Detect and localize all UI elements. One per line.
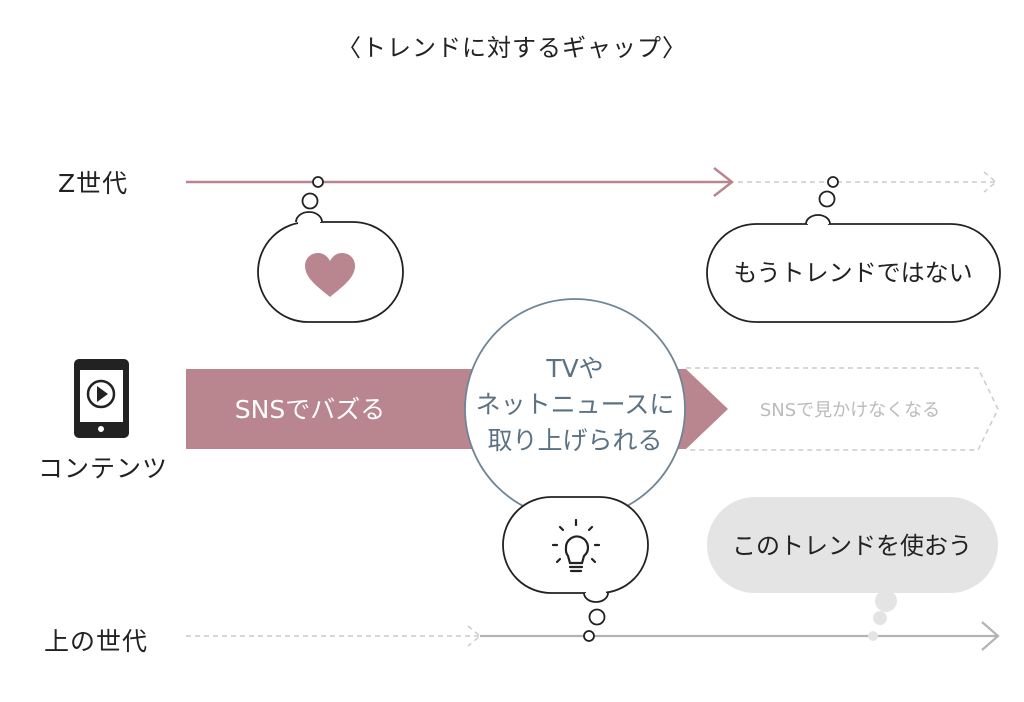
lightbulb-thought-bubble xyxy=(502,496,649,642)
lightbulb-icon xyxy=(551,518,601,573)
tablet-icon xyxy=(74,359,129,438)
row-label-contents: コンテンツ xyxy=(38,454,169,483)
row-label-gen-z: Z世代 xyxy=(58,169,129,198)
heart-icon xyxy=(305,253,355,297)
media-coverage-circle: TVや ネットニュースに 取り上げられる xyxy=(464,298,686,520)
gen-z-timeline xyxy=(186,167,998,197)
media-coverage-line-2: ネットニュースに xyxy=(476,390,675,419)
row-label-older: 上の世代 xyxy=(44,627,149,656)
diagram-title: 〈トレンドに対するギャップ〉 xyxy=(337,34,687,62)
no-longer-trend-text: もうトレンドではない xyxy=(733,259,972,287)
older-gen-timeline xyxy=(186,621,1000,651)
media-coverage-line-3: 取り上げられる xyxy=(487,426,662,455)
fading-stage-text: SNSで見かけなくなる xyxy=(760,400,940,421)
heart-thought-bubble xyxy=(257,176,404,323)
fading-stage-arrow: SNSで見かけなくなる xyxy=(686,367,999,451)
use-this-trend-bubble: このトレンドを使おう xyxy=(707,497,998,641)
media-coverage-line-1: TVや xyxy=(545,354,603,383)
use-this-trend-text: このトレンドを使おう xyxy=(732,532,972,560)
no-longer-trend-bubble: もうトレンドではない xyxy=(706,176,1001,323)
buzz-stage-text: SNSでバズる xyxy=(235,395,385,424)
